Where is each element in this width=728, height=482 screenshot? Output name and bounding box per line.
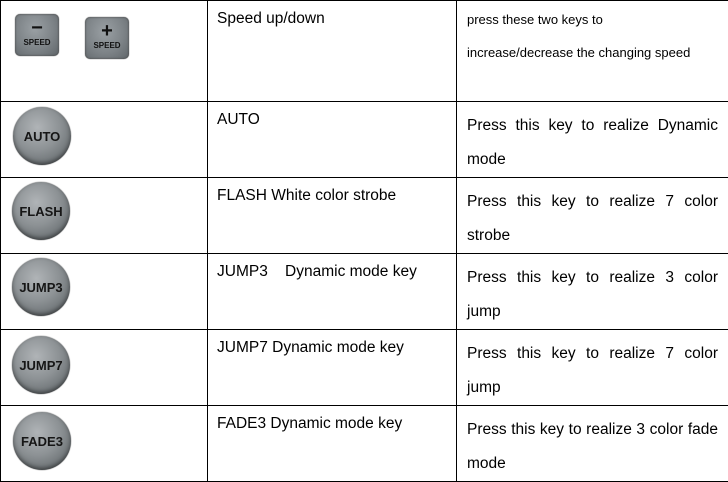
- fade3-key-icon: FADE3: [13, 412, 71, 470]
- table-row: FADE3 FADE3 Dynamic mode key Press this …: [1, 406, 728, 482]
- key-image-cell: JUMP3: [1, 254, 208, 330]
- key-image-cell: FLASH: [1, 178, 208, 254]
- description-cell: press these two keys to increase/decreas…: [457, 1, 728, 102]
- key-image-cell: FADE3: [1, 406, 208, 482]
- auto-key-icon: AUTO: [13, 107, 71, 165]
- description-cell: Press this key to realize 7 color jump: [457, 330, 728, 406]
- description-cell: Press this key to realize Dynamic mode: [457, 102, 728, 178]
- function-cell: JUMP3 Dynamic mode key: [208, 254, 457, 330]
- description-cell: Press this key to realize 3 color jump: [457, 254, 728, 330]
- jump3-key-icon: JUMP3: [12, 258, 70, 316]
- description-cell: Press this key to realize 3 color fade m…: [457, 406, 728, 482]
- table-row: AUTO AUTO Press this key to realize Dyna…: [1, 102, 728, 178]
- function-cell: Speed up/down: [208, 1, 457, 102]
- table-row: − SPEED + SPEED Speed up/down press thes…: [1, 1, 728, 102]
- table-row: JUMP7 JUMP7 Dynamic mode key Press this …: [1, 330, 728, 406]
- speed-down-key-icon: − SPEED: [15, 14, 59, 56]
- function-cell: FLASH White color strobe: [208, 178, 457, 254]
- description-cell: Press this key to realize 7 color strobe: [457, 178, 728, 254]
- function-cell: AUTO: [208, 102, 457, 178]
- table-row: JUMP3 JUMP3 Dynamic mode key Press this …: [1, 254, 728, 330]
- key-image-cell: AUTO: [1, 102, 208, 178]
- function-cell: FADE3 Dynamic mode key: [208, 406, 457, 482]
- flash-key-icon: FLASH: [12, 182, 70, 240]
- key-image-cell: JUMP7: [1, 330, 208, 406]
- jump7-key-icon: JUMP7: [12, 336, 70, 394]
- speed-up-key-icon: + SPEED: [85, 17, 129, 59]
- function-cell: JUMP7 Dynamic mode key: [208, 330, 457, 406]
- key-image-cell: − SPEED + SPEED: [1, 1, 208, 102]
- table-row: FLASH FLASH White color strobe Press thi…: [1, 178, 728, 254]
